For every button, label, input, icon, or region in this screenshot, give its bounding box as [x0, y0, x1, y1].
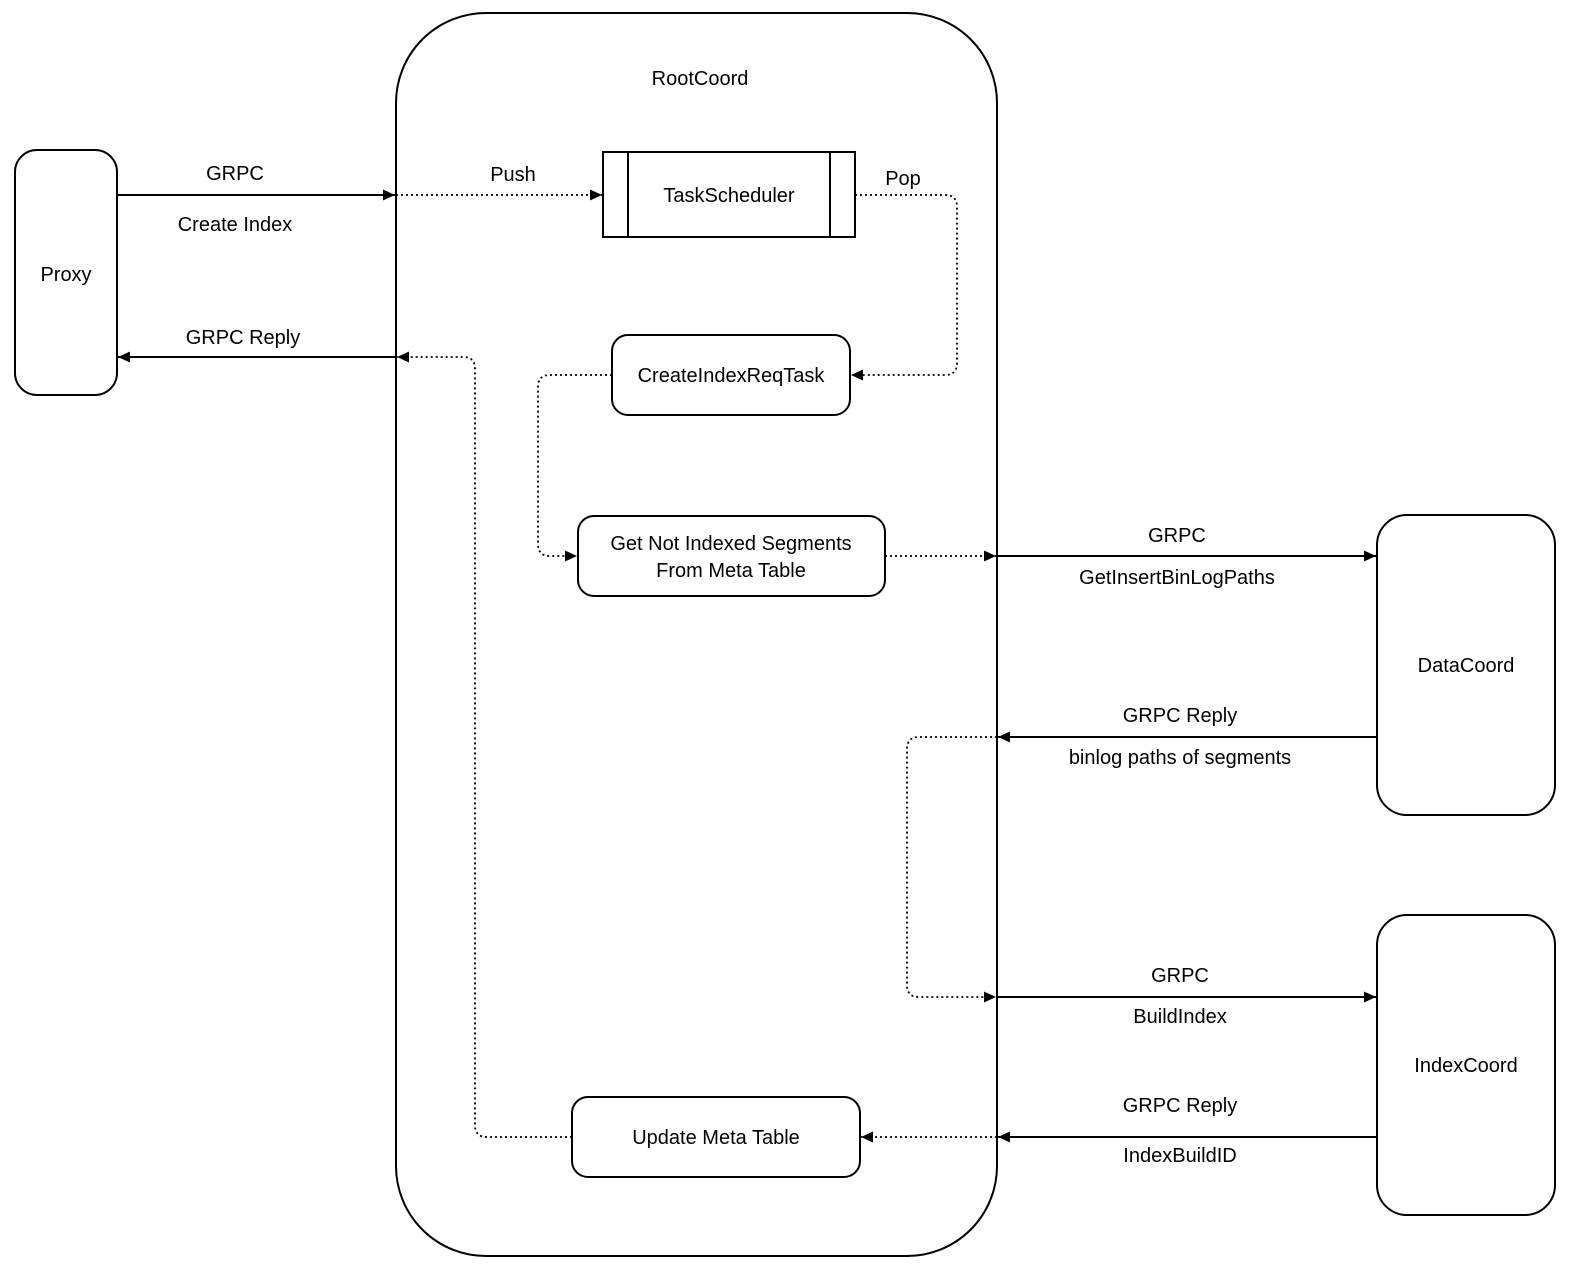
index-build-id-reply-label-line1: GRPC Reply — [1123, 1095, 1237, 1117]
rootcoord-container — [395, 12, 998, 1257]
pop-label: Pop — [885, 168, 921, 190]
index-coord-label: IndexCoord — [1414, 1055, 1517, 1077]
get-not-indexed-segments-label-line1: Get Not Indexed Segments — [610, 533, 851, 555]
update-meta-table-label: Update Meta Table — [632, 1127, 800, 1149]
grpc-reply-to-proxy-label: GRPC Reply — [186, 327, 300, 349]
index-coord-node — [1376, 914, 1556, 1216]
proxy-node — [14, 149, 118, 396]
index-build-id-reply-label-line2: IndexBuildID — [1123, 1145, 1236, 1167]
update-meta-to-grpc-reply-dotted-arrow — [397, 351, 572, 1138]
build-index-label-line2: BuildIndex — [1133, 1006, 1226, 1028]
push-label: Push — [490, 164, 536, 186]
createreq-to-getsegments-dotted-arrow — [537, 374, 612, 562]
proxy-label: Proxy — [40, 264, 91, 286]
rootcoord-title: RootCoord — [652, 68, 749, 90]
data-coord-node — [1376, 514, 1556, 816]
task-scheduler-node — [602, 151, 856, 238]
get-not-indexed-segments-label-line2: From Meta Table — [656, 560, 806, 582]
get-insert-binlog-paths-label-line1: GRPC — [1148, 525, 1206, 547]
binlog-paths-reply-label-line2: binlog paths of segments — [1069, 747, 1291, 769]
get-insert-binlog-paths-label-line2: GetInsertBinLogPaths — [1079, 567, 1275, 589]
build-index-label-line1: GRPC — [1151, 965, 1209, 987]
create-index-label-line1: GRPC — [206, 163, 264, 185]
binlog-paths-reply-label-line1: GRPC Reply — [1123, 705, 1237, 727]
create-index-label-line2: Create Index — [178, 214, 293, 236]
get-not-indexed-segments-node — [577, 515, 886, 597]
data-coord-label: DataCoord — [1418, 655, 1515, 677]
pop-dotted-arrow — [851, 194, 958, 381]
task-scheduler-label: TaskScheduler — [663, 185, 795, 207]
create-index-req-task-label: CreateIndexReqTask — [638, 365, 826, 387]
binlog-reply-to-buildindex-dotted-arrow — [906, 736, 997, 1003]
